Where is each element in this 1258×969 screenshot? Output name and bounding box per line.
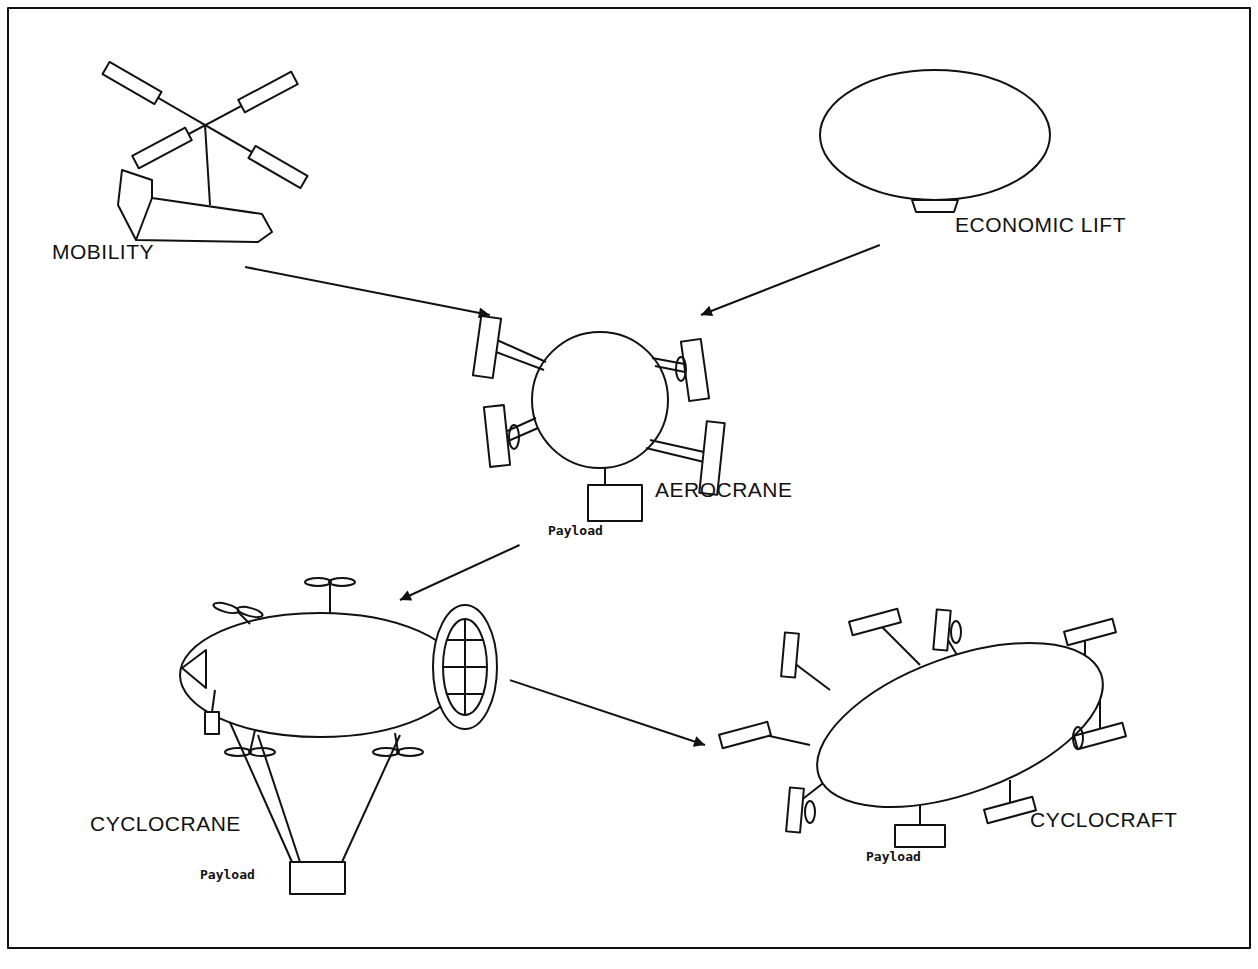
concept-group: AEROCRANE — [470, 315, 800, 545]
concept-group: CYCLOCRANE — [80, 600, 510, 900]
concept-group: CYCLOCRAFT — [705, 590, 1175, 860]
concept-label: AEROCRANE — [655, 478, 793, 501]
flow-arrow — [245, 267, 490, 315]
outer-frame — [8, 8, 1250, 948]
concept-group: MOBILITY — [45, 35, 310, 267]
helicopter — [103, 62, 308, 242]
flow-arrow — [400, 545, 520, 600]
concept-label: CYCLOCRAFT — [1030, 808, 1177, 831]
concept-label: CYCLOCRANE — [90, 812, 241, 835]
flow-arrow — [510, 680, 705, 745]
concept-label: ECONOMIC LIFT — [955, 213, 1126, 236]
concept-label: MOBILITY — [52, 240, 154, 263]
concept-group: ECONOMIC LIFT — [815, 70, 1175, 245]
payload-label: Payload — [200, 868, 255, 882]
payload-label: Payload — [866, 850, 921, 864]
payload-label: Payload — [548, 524, 603, 538]
cyclocrane — [180, 578, 497, 894]
flow-arrow — [701, 245, 880, 315]
blimp — [820, 70, 1050, 212]
